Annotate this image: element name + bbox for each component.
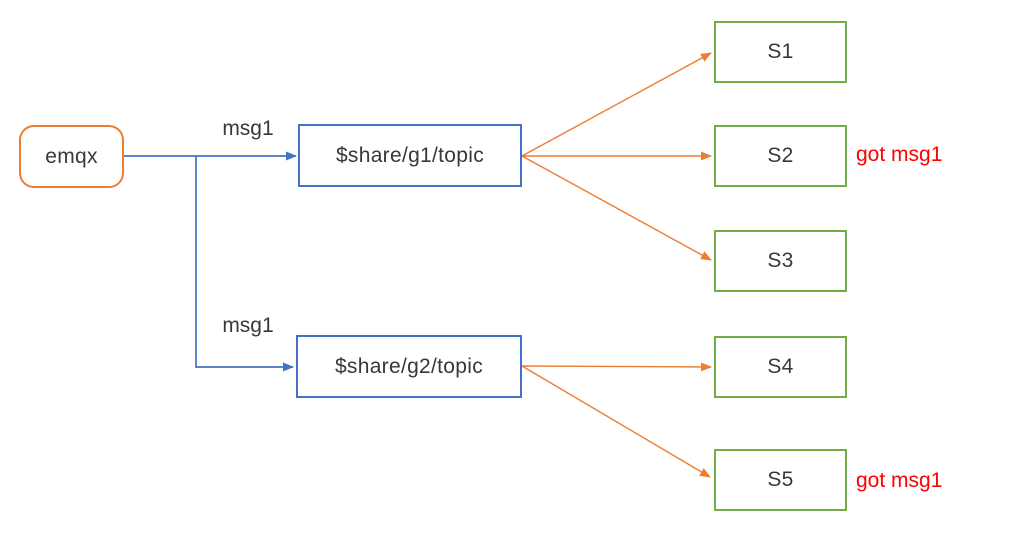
msg-label-g2: msg1: [222, 314, 274, 337]
msg-label-g1: msg1: [222, 117, 274, 140]
subscriber-node-s2: S2: [714, 125, 847, 187]
topic-node-g1: $share/g1/topic: [298, 124, 522, 187]
edge-g1-to-s3: [521, 155, 712, 261]
subscriber-node-s5: S5: [714, 449, 847, 511]
topic-node-g2: $share/g2/topic: [296, 335, 522, 398]
annotation-got-msg1-s2: got msg1: [856, 143, 943, 166]
edge-g1-to-s1: [521, 52, 712, 157]
broker-node-emqx: emqx: [19, 125, 124, 188]
subscriber-node-s1: S1: [714, 21, 847, 83]
subscriber-node-s4: S4: [714, 336, 847, 398]
subscriber-node-s3: S3: [714, 230, 847, 292]
annotation-got-msg1-s5: got msg1: [856, 469, 943, 492]
edge-g2-to-s5: [521, 365, 711, 478]
edge-g2-to-s4: [521, 362, 712, 372]
